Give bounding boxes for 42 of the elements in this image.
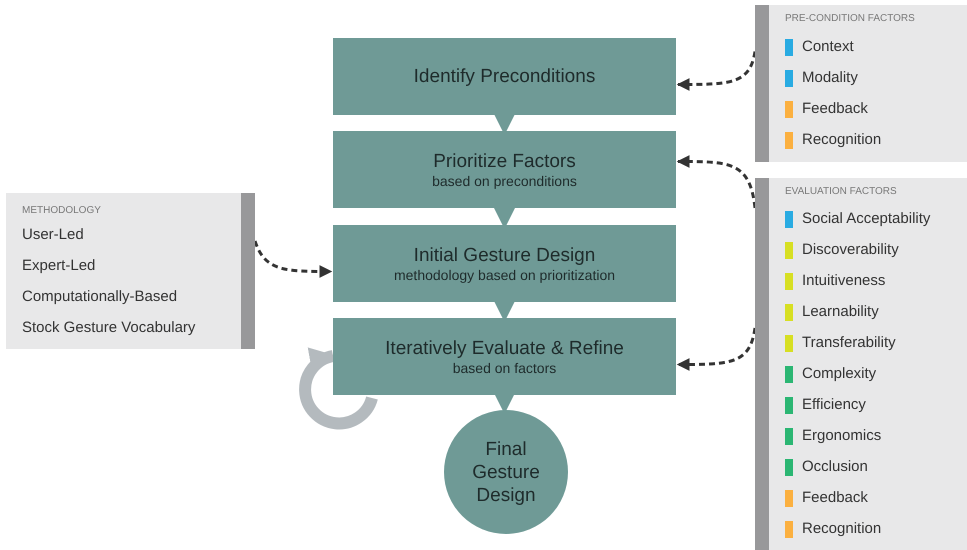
factor-item: Feedback: [802, 489, 868, 506]
factor-item: Recognition: [802, 131, 882, 148]
factor-item: Expert-Led: [22, 257, 96, 274]
process-box: [333, 131, 676, 208]
step-subtitle: methodology based on prioritization: [394, 266, 616, 282]
panel-heading: METHODOLOGY: [22, 205, 101, 216]
factor-item: Context: [802, 38, 854, 55]
factor-item: Modality: [802, 69, 858, 86]
step-title: Prioritize Factors: [433, 150, 576, 172]
factor-item: Ergonomics: [802, 427, 882, 444]
process-box: [333, 38, 676, 115]
step-title: Initial Gesture Design: [414, 244, 596, 266]
arrow: [676, 155, 756, 208]
factor-panel: [6, 193, 255, 349]
factor-item: Computationally-Based: [22, 288, 178, 305]
step-subtitle: based on preconditions: [432, 172, 577, 188]
factor-item: Discoverability: [802, 241, 899, 258]
factor-item: Complexity: [802, 365, 876, 382]
step-title: Iteratively Evaluate & Refine: [385, 338, 624, 360]
step-title: Identify Preconditions: [414, 66, 596, 88]
panel-heading: PRE-CONDITION FACTORS: [785, 13, 915, 24]
factor-item: Transferability: [802, 334, 896, 351]
loop-arrow: [299, 349, 378, 430]
factor-item: Efficiency: [802, 396, 866, 413]
process-box: [333, 225, 676, 302]
arrow: [254, 240, 332, 278]
arrow: [676, 328, 756, 371]
factor-item: Learnability: [802, 303, 879, 320]
step-title: Final Gesture Design: [471, 438, 541, 506]
factor-panel: [755, 178, 967, 550]
factor-item: Social Acceptability: [802, 210, 930, 227]
factor-item: Stock Gesture Vocabulary: [22, 319, 196, 336]
factor-item: Recognition: [802, 520, 882, 537]
factor-item: Intuitiveness: [802, 272, 886, 289]
step-subtitle: based on factors: [452, 360, 556, 376]
factor-item: Feedback: [802, 100, 868, 117]
panel-heading: EVALUATION FACTORS: [785, 186, 897, 197]
factor-panel: [755, 5, 967, 162]
arrow: [676, 51, 756, 91]
factor-item: User-Led: [22, 226, 84, 243]
process-box: [333, 318, 676, 395]
factor-item: Occlusion: [802, 458, 868, 475]
